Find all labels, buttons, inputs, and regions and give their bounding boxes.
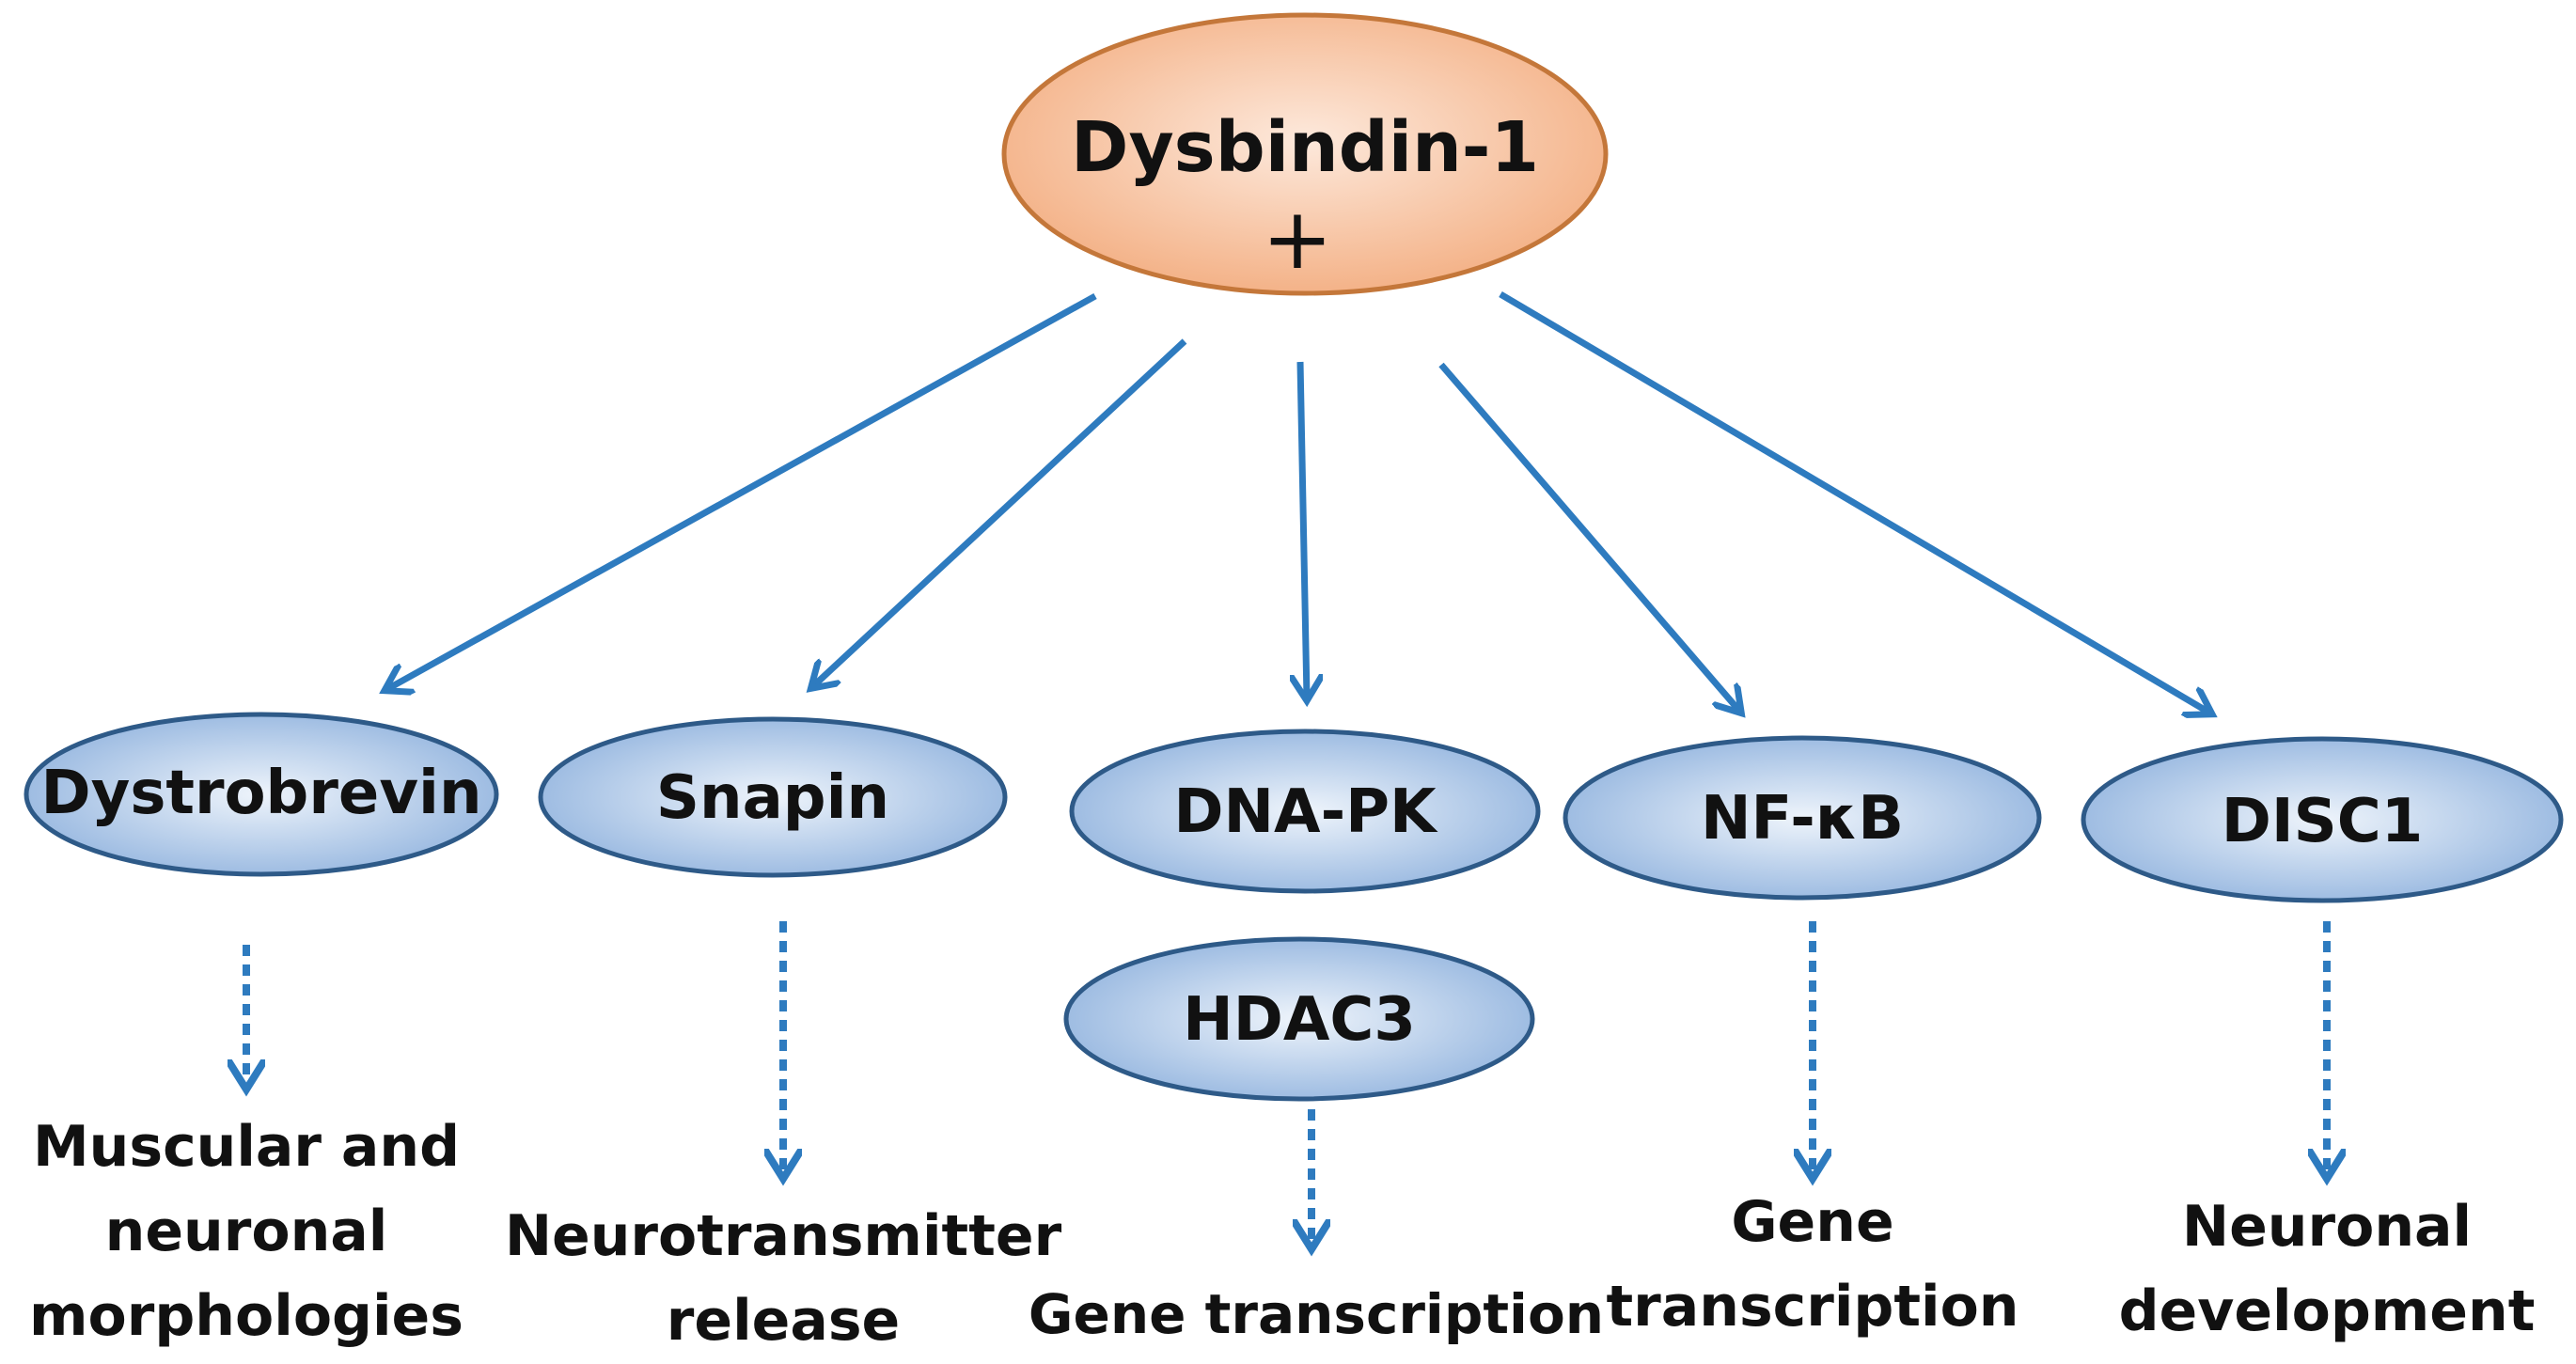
- outcome-line: development: [2119, 1278, 2536, 1344]
- partner-disc1: DISC1: [2081, 736, 2564, 903]
- outcome-dystrobrevin: Muscular and neuronal morphologies: [29, 1114, 463, 1349]
- partner-nf-kb: NF-κB: [1563, 735, 2042, 901]
- dysbindin-node: Dysbindin-1 +: [1001, 12, 1609, 296]
- dna-pk-label: DNA-PK: [1173, 777, 1438, 847]
- interaction-arrows: [387, 290, 2209, 713]
- disc1-ellipse: [2081, 736, 2564, 903]
- partner-dna-pk: DNA-PK: [1069, 729, 1541, 894]
- outcome-hdac3: Gene transcription: [1029, 1282, 1604, 1346]
- nf-kb-ellipse: [1563, 735, 2042, 901]
- outcome-line: Muscular and: [33, 1114, 460, 1180]
- nf-kb-label: NF-κB: [1701, 784, 1904, 854]
- outcome-line: Gene: [1731, 1189, 1893, 1255]
- dysbindin-label: Dysbindin-1: [1071, 107, 1539, 188]
- dystrobrevin-ellipse: [24, 712, 499, 877]
- hdac3-label: HDAC3: [1183, 985, 1416, 1055]
- outcome-line: morphologies: [29, 1283, 463, 1349]
- outcome-arrows: [246, 921, 2327, 1246]
- dna-pk-ellipse: [1069, 729, 1541, 894]
- arrow-to-dna-pk: [1300, 361, 1307, 698]
- arrow-to-nf-kb: [1438, 362, 1739, 711]
- dysbindin-ellipse: [1001, 12, 1609, 296]
- outcome-line: Neurotransmitter: [505, 1203, 1062, 1269]
- arrow-to-disc1: [1499, 290, 2209, 713]
- arrow-to-snapin: [813, 338, 1187, 686]
- outcome-snapin: Neurotransmitter release: [505, 1203, 1062, 1354]
- plus-symbol: +: [1262, 190, 1332, 289]
- dystrobrevin-label: Dystrobrevin: [40, 759, 481, 828]
- snapin-label: Snapin: [656, 763, 889, 833]
- hdac3-ellipse: [1063, 936, 1535, 1102]
- disc1-label: DISC1: [2222, 787, 2424, 856]
- outcome-line: release: [667, 1288, 900, 1354]
- partner-dystrobrevin: Dystrobrevin: [24, 712, 499, 877]
- partner-hdac3: HDAC3: [1063, 936, 1535, 1102]
- outcome-nf-kb: Gene transcription: [1606, 1189, 2018, 1340]
- arrow-to-dystrobrevin: [387, 292, 1097, 689]
- outcome-disc1: Neuronal development: [2119, 1194, 2536, 1344]
- outcome-line: Gene transcription: [1029, 1282, 1604, 1346]
- outcome-line: Neuronal: [2182, 1194, 2472, 1260]
- outcome-line: transcription: [1606, 1274, 2018, 1340]
- outcome-line: neuronal: [105, 1199, 388, 1264]
- snapin-ellipse: [538, 716, 1008, 878]
- partner-snapin: Snapin: [538, 716, 1008, 878]
